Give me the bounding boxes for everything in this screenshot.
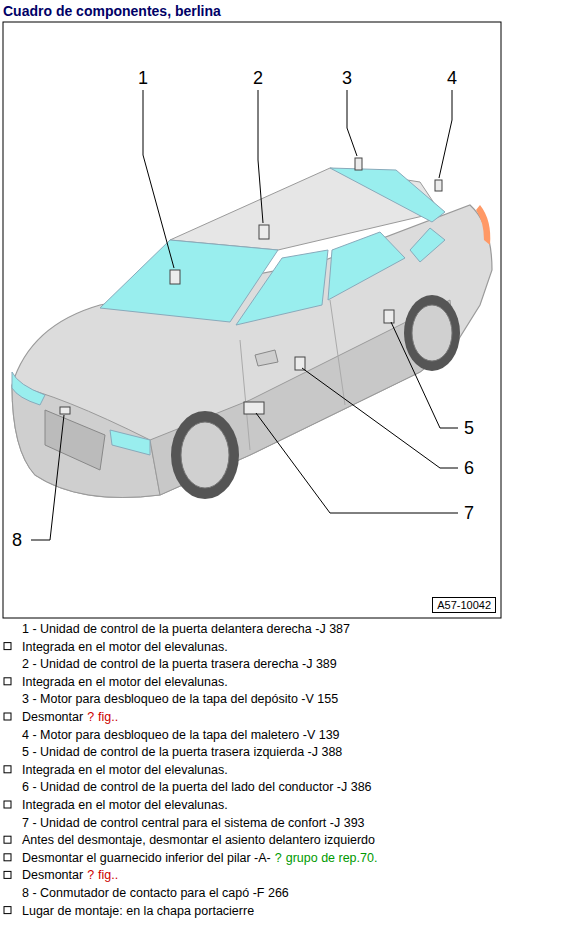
list-text: Antes del desmontaje, desmontar el asien… (22, 833, 375, 847)
bullet-box (4, 713, 11, 720)
list-row: Lugar de montaje: en la chapa portacierr… (22, 903, 258, 919)
list-text: 7 - Unidad de control central para el si… (22, 816, 365, 830)
list-row: Desmontar? fig.. (22, 709, 122, 725)
list-row: 8 - Conmutador de contacto para el capó … (22, 885, 293, 901)
rear-wheel (404, 295, 460, 371)
list-row: Integrada en el motor del elevalunas. (22, 797, 232, 813)
list-text: 8 - Conmutador de contacto para el capó … (22, 886, 289, 900)
components (60, 158, 442, 414)
callout-number: 7 (463, 503, 475, 523)
list-text: 2 - Unidad de control de la puerta trase… (22, 657, 337, 671)
list-text: ? (87, 710, 94, 724)
list-row: 1 - Unidad de control de la puerta delan… (22, 621, 354, 637)
side-window (328, 232, 405, 300)
list-text: Desmontar el guarnecido inferior del pil… (22, 851, 271, 865)
mirror (255, 350, 278, 366)
grille (45, 410, 105, 470)
bullet-box (4, 801, 11, 808)
frame (3, 22, 501, 618)
headlight (12, 372, 45, 405)
bullet-box (4, 836, 11, 843)
callout-number: 8 (11, 530, 23, 550)
page-title: Cuadro de componentes, berlina (3, 3, 221, 19)
list-text: Integrada en el motor del elevalunas. (22, 675, 228, 689)
list-row: 5 - Unidad de control de la puerta trase… (22, 744, 346, 760)
callout-number: 1 (137, 68, 149, 88)
callout-number: 2 (252, 68, 264, 88)
list-row: Antes del desmontaje, desmontar el asien… (22, 832, 379, 848)
list-text: fig.. (98, 868, 118, 882)
tail-light (476, 205, 490, 245)
side-window (236, 250, 328, 325)
bullet-box (4, 907, 11, 914)
list-text: Integrada en el motor del elevalunas. (22, 763, 228, 777)
headlight (110, 430, 150, 455)
list-row: 4 - Motor para desbloqueo de la tapa del… (22, 727, 344, 743)
figure-id: A57-10042 (432, 597, 496, 613)
list-text: Integrada en el motor del elevalunas. (22, 798, 228, 812)
front-rim (181, 422, 229, 488)
list-row: 2 - Unidad de control de la puerta trase… (22, 656, 341, 672)
list-text: grupo de rep.70. (286, 851, 378, 865)
list-text: Lugar de montaje: en la chapa portacierr… (22, 904, 254, 918)
list-text: ? (275, 851, 282, 865)
bullet-box (4, 678, 11, 685)
door-line (240, 340, 250, 450)
callout-number: 6 (463, 458, 475, 478)
list-row: Desmontar el guarnecido inferior del pil… (22, 850, 381, 866)
list-text: 6 - Unidad de control de la puerta del l… (22, 780, 372, 794)
list-row: Desmontar? fig.. (22, 867, 122, 883)
rear-window (330, 168, 445, 222)
list-row: 3 - Motor para desbloqueo de la tapa del… (22, 691, 342, 707)
list-text: Desmontar (22, 710, 83, 724)
callout-number: 5 (463, 418, 475, 438)
list-text: 4 - Motor para desbloqueo de la tapa del… (22, 728, 340, 742)
bullet-box (4, 766, 11, 773)
front-wheel (171, 411, 239, 499)
leader-lines (31, 90, 458, 540)
list-row: Integrada en el motor del elevalunas. (22, 639, 232, 655)
list-row: Integrada en el motor del elevalunas. (22, 762, 232, 778)
list-text: ? (87, 868, 94, 882)
side-window (410, 228, 445, 262)
rear-rim (412, 305, 452, 361)
list-text: fig.. (98, 710, 118, 724)
callout-number: 4 (446, 68, 458, 88)
list-text: 3 - Motor para desbloqueo de la tapa del… (22, 692, 338, 706)
car-body (12, 205, 492, 498)
bullet-box (4, 871, 11, 878)
callout-number: 3 (341, 68, 353, 88)
list-text: Integrada en el motor del elevalunas. (22, 640, 228, 654)
list-row: 7 - Unidad de control central para el si… (22, 815, 369, 831)
list-text: 1 - Unidad de control de la puerta delan… (22, 622, 350, 636)
bullet-box (4, 643, 11, 650)
list-text: Desmontar (22, 868, 83, 882)
list-row: Integrada en el motor del elevalunas. (22, 674, 232, 690)
bullet-box (4, 854, 11, 861)
list-text: 5 - Unidad de control de la puerta trase… (22, 745, 342, 759)
list-row: 6 - Unidad de control de la puerta del l… (22, 779, 376, 795)
door-line (330, 300, 345, 405)
